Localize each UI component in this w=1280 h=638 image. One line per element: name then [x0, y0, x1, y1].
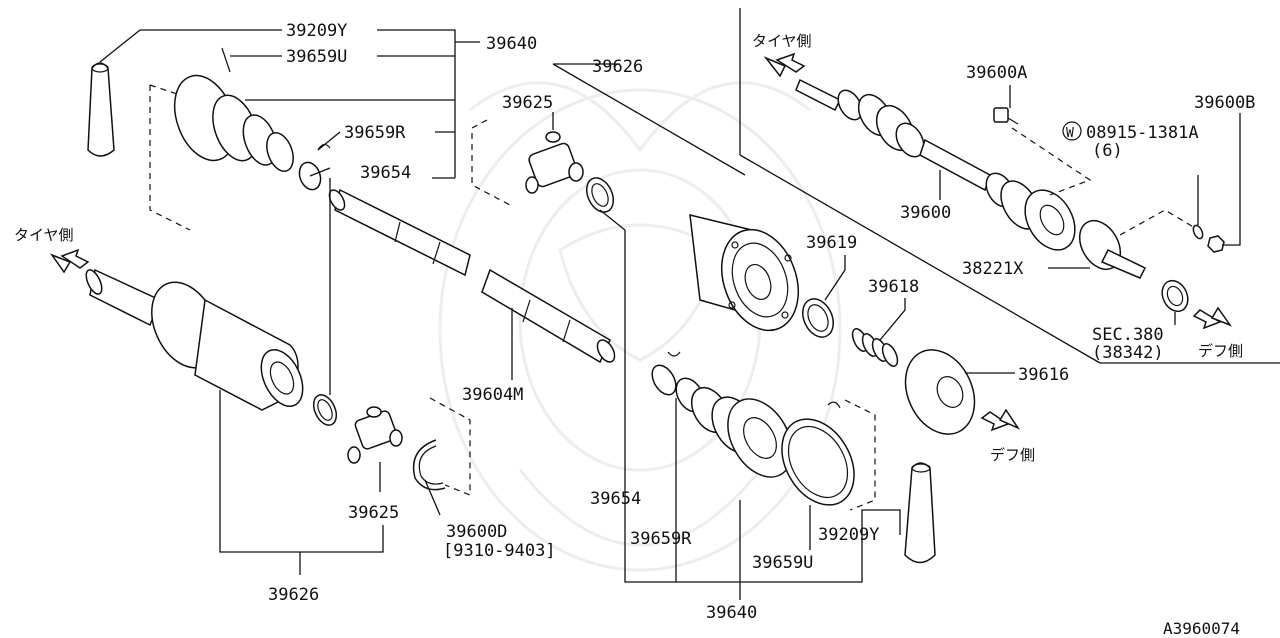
label-tire-side-left: タイヤ側	[14, 226, 74, 244]
label-39654-bottom: 39654	[590, 489, 641, 509]
label-sec380: SEC.380	[1092, 325, 1164, 345]
label-diff-side-inset: デフ側	[1198, 342, 1243, 360]
label-08915-1381A: 08915-1381A	[1086, 123, 1199, 143]
snap-ring-39654-left	[312, 394, 338, 426]
label-tire-side-inset: タイヤ側	[752, 32, 812, 50]
bolt-39600A	[993, 107, 1092, 196]
label-39659U-bottom: 39659U	[752, 553, 813, 573]
label-39618: 39618	[868, 277, 919, 297]
inner-joint-housing-39626	[689, 214, 799, 332]
oil-seal-38342	[1161, 279, 1189, 313]
washer-08915-1381A	[1119, 209, 1204, 240]
leader-lines	[99, 29, 1241, 600]
label-sec380-ref: (38342)	[1092, 343, 1164, 363]
label-39604M: 39604M	[462, 385, 523, 405]
arrow-icon-tire-side-inset	[763, 52, 806, 78]
label-39619: 39619	[806, 233, 857, 253]
bushing-39619	[802, 298, 834, 338]
label-39209Y-top: 39209Y	[286, 21, 347, 41]
label-39626-top: 39626	[592, 57, 643, 77]
label-39659U-top: 39659U	[286, 47, 347, 67]
nut-39600B	[1207, 235, 1225, 253]
complete-drive-shaft-39600	[795, 78, 1076, 251]
label-39640-top: 39640	[486, 34, 537, 54]
outer-joint-housing-39626	[85, 268, 304, 411]
label-39600B: 39600B	[1194, 93, 1255, 113]
label-39600D-range: [9310-9403]	[443, 541, 556, 561]
part-labels: 39209Y 39640 39659U 39659R 39654 39626 3…	[14, 21, 1255, 638]
label-08915-qty: (6)	[1092, 141, 1123, 161]
label-washer-symbol: W	[1066, 126, 1074, 141]
tripod-joint-39625-upper	[471, 119, 584, 206]
flange-38221X	[1078, 220, 1147, 279]
spring-39618	[851, 328, 899, 367]
label-39625-bottom: 39625	[348, 503, 399, 523]
boot-band-part-39209Y-bottom	[904, 462, 936, 564]
boot-band-part-39209Y-top	[87, 62, 115, 157]
label-39600D: 39600D	[446, 522, 507, 542]
arrow-icon-tire-side-left	[49, 248, 90, 274]
label-39600A: 39600A	[966, 63, 1027, 83]
inset-frame	[739, 8, 1280, 364]
boot-band-39659U-inner	[781, 399, 876, 511]
label-39616: 39616	[1018, 365, 1069, 385]
washer-symbol-circle	[1062, 121, 1082, 141]
snap-ring-39654-upper	[585, 177, 615, 213]
label-38221X: 38221X	[962, 259, 1024, 279]
outer-boot-top-left	[149, 47, 331, 231]
damper-plate-39616	[904, 349, 976, 435]
watermark-emblem	[438, 81, 842, 572]
label-39600: 39600	[900, 203, 951, 223]
label-diff-side-main: デフ側	[990, 446, 1035, 464]
circlip-39600D	[412, 397, 471, 496]
tripod-joint-39625-lower	[347, 406, 403, 464]
inner-boot	[651, 351, 793, 478]
label-39209Y-bottom: 39209Y	[818, 525, 879, 545]
figure-code: A3960074	[1163, 619, 1240, 638]
label-39659R-top: 39659R	[344, 123, 406, 143]
arrow-icon-diff-side-inset	[1192, 306, 1233, 330]
label-39626-bottom: 39626	[268, 585, 319, 605]
label-39640-bottom: 39640	[706, 603, 757, 623]
label-39659R-bottom: 39659R	[630, 529, 692, 549]
drive-shaft-39604M	[328, 188, 616, 364]
label-39625-top: 39625	[502, 93, 553, 113]
arrow-icon-diff-side-main	[980, 408, 1021, 432]
label-39654-top: 39654	[360, 163, 411, 183]
